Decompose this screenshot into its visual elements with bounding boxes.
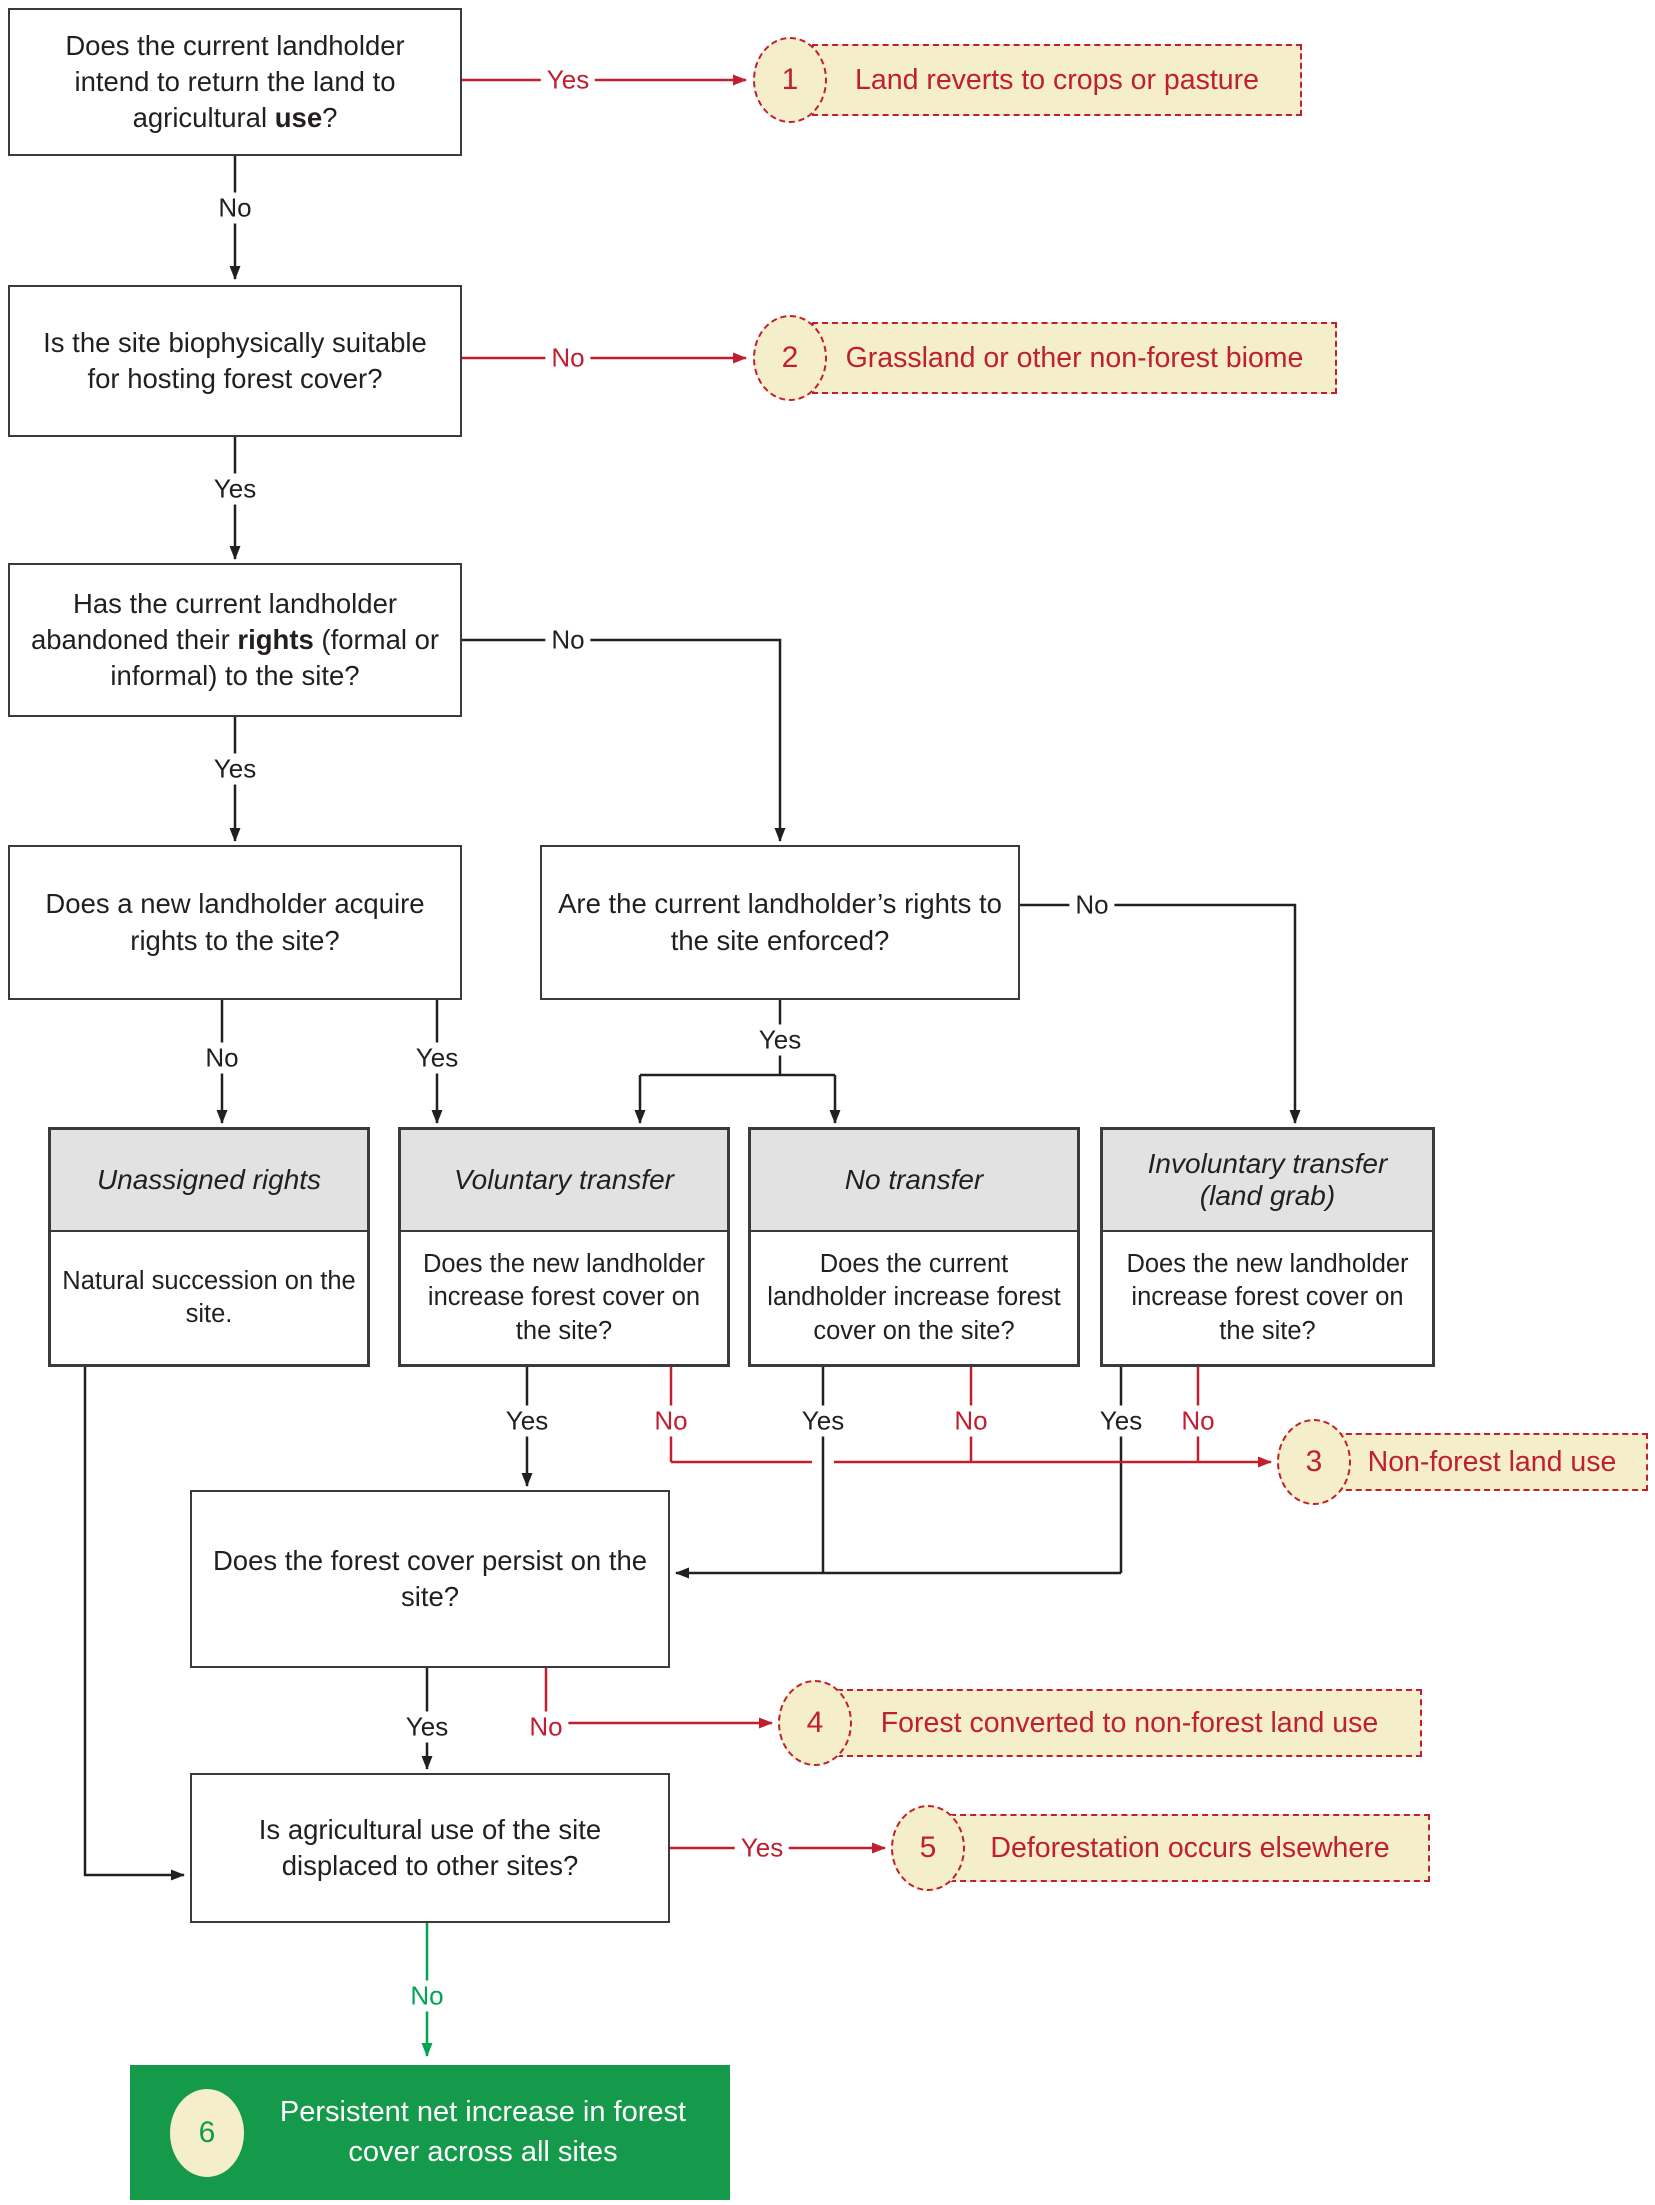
question-forest-persists: Does the forest cover persist on the sit…: [190, 1490, 670, 1668]
label-q2-no: No: [545, 342, 591, 374]
label-q6-yes: Yes: [734, 1832, 790, 1864]
question-rights-enforced: Are the current landholder’s rights to t…: [540, 845, 1020, 1000]
column-body: Does the current landholder increase for…: [767, 1250, 1061, 1345]
q3-text: Has the current landholder abandoned the…: [30, 587, 398, 655]
outcome-5-box: Deforestation occurs elsewhere: [950, 1814, 1430, 1882]
edge-q3-no: [462, 638, 786, 842]
label-voluntary-no: No: [648, 1405, 694, 1437]
outcome-2-box: Grassland or other non-forest biome: [812, 322, 1337, 394]
outcome-6-number: 6: [170, 2088, 244, 2177]
outcome-4-text: Forest converted to non-forest land use: [880, 1706, 1379, 1739]
outcome-5-number: 5: [891, 1805, 965, 1891]
question-return-to-agriculture: Does the current landholder intend to re…: [8, 8, 462, 156]
label-q2-yes: Yes: [207, 473, 263, 505]
outcome-1-text: Land reverts to crops or pasture: [855, 63, 1259, 96]
outcome-1-box: Land reverts to crops or pasture: [812, 44, 1302, 116]
outcome-5-text: Deforestation occurs elsewhere: [990, 1831, 1390, 1864]
column-body: Does the new landholder increase forest …: [1126, 1250, 1409, 1345]
outcome-6-box: 6 Persistent net increase in forest cove…: [130, 2065, 730, 2200]
q6-text: Is agricultural use of the site displace…: [258, 1813, 602, 1881]
outcome-3-number: 3: [1277, 1419, 1351, 1505]
outcome-number-text: 6: [198, 2115, 216, 2149]
column-subtitle: (land grab): [1199, 1180, 1336, 1211]
column-no-transfer: No transfer Does the current landholder …: [748, 1127, 1080, 1367]
outcome-3-text: Non-forest land use: [1367, 1445, 1617, 1478]
q1-bold-word: use: [274, 102, 323, 134]
outcome-4-box: Forest converted to non-forest land use: [837, 1689, 1422, 1757]
column-unassigned-rights-header: Unassigned rights: [51, 1130, 367, 1232]
outcome-number-text: 5: [919, 1831, 937, 1864]
label-involuntary-no: No: [1175, 1405, 1221, 1437]
label-notransfer-yes: Yes: [795, 1405, 851, 1437]
label-q5-no: No: [523, 1711, 569, 1743]
label-q5-yes: Yes: [399, 1711, 455, 1743]
q4a-text: Does a new landholder acquire rights to …: [45, 888, 425, 956]
label-q4b-yes: Yes: [752, 1024, 808, 1056]
q2-text: Is the site biophysically suitable for h…: [43, 326, 427, 394]
label-notransfer-no: No: [948, 1405, 994, 1437]
q1-qmark: ?: [322, 102, 338, 134]
outcome-number-text: 2: [781, 341, 799, 374]
q4b-text: Are the current landholder’s rights to t…: [558, 888, 1002, 956]
label-q4a-no: No: [199, 1042, 245, 1074]
outcome-1-number: 1: [753, 37, 827, 123]
q5-text: Does the forest cover persist on the sit…: [212, 1544, 648, 1612]
outcome-2-text: Grassland or other non-forest biome: [845, 341, 1304, 374]
column-title: Unassigned rights: [96, 1163, 322, 1195]
outcome-number-text: 1: [781, 63, 799, 96]
edge-q5-no: [544, 1668, 773, 1729]
question-new-landholder-acquires: Does a new landholder acquire rights to …: [8, 845, 462, 1000]
column-title: Involuntary transfer: [1147, 1147, 1388, 1179]
column-involuntary-transfer-header: Involuntary transfer (land grab): [1103, 1130, 1432, 1232]
outcome-4-number: 4: [778, 1680, 852, 1766]
column-unassigned-rights: Unassigned rights Natural succession on …: [48, 1127, 370, 1367]
column-title: Voluntary transfer: [454, 1163, 674, 1195]
q1-text: Does the current landholder intend to re…: [65, 29, 405, 134]
outcome-number-text: 3: [1305, 1445, 1323, 1478]
column-involuntary-transfer: Involuntary transfer (land grab) Does th…: [1100, 1127, 1435, 1367]
label-q6-no: No: [404, 1980, 450, 2012]
outcome-number-text: 4: [806, 1706, 824, 1739]
column-no-transfer-header: No transfer: [751, 1130, 1077, 1232]
outcome-6-text: Persistent net increase in forest cover …: [279, 2096, 687, 2168]
column-voluntary-transfer-header: Voluntary transfer: [401, 1130, 727, 1232]
label-q3-no: No: [545, 624, 591, 656]
column-body: Natural succession on the site.: [62, 1266, 356, 1328]
label-voluntary-yes: Yes: [499, 1405, 555, 1437]
label-q3-yes: Yes: [207, 753, 263, 785]
q3-text-post: (formal or informal) to the site?: [110, 623, 440, 692]
label-q4b-no: No: [1069, 889, 1115, 921]
question-agriculture-displaced: Is agricultural use of the site displace…: [190, 1773, 670, 1923]
q3-bold-word: rights: [237, 623, 314, 655]
edge-unassigned-to-q6: [83, 1367, 185, 1881]
label-q4a-yes: Yes: [409, 1042, 465, 1074]
column-body: Does the new landholder increase forest …: [422, 1250, 706, 1345]
label-q1-yes: Yes: [540, 64, 596, 96]
label-involuntary-yes: Yes: [1093, 1405, 1149, 1437]
outcome-3-box: Non-forest land use: [1336, 1433, 1648, 1491]
edge-q4b-no: [1020, 903, 1301, 1124]
column-voluntary-transfer: Voluntary transfer Does the new landhold…: [398, 1127, 730, 1367]
column-title: No transfer: [844, 1163, 984, 1195]
outcome-2-number: 2: [753, 315, 827, 401]
question-biophysically-suitable: Is the site biophysically suitable for h…: [8, 285, 462, 437]
question-abandoned-rights: Has the current landholder abandoned the…: [8, 563, 462, 717]
label-q1-no: No: [212, 192, 258, 224]
